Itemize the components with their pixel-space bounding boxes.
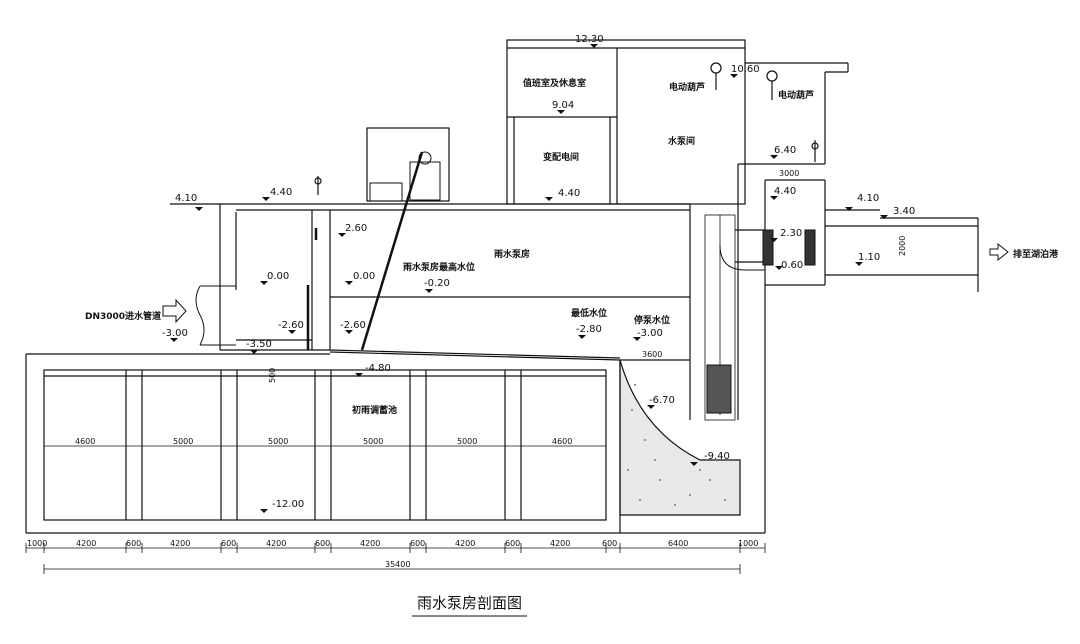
bottom-dim-15: 1000 [738, 539, 758, 548]
gravel-backfill [619, 359, 741, 516]
bottom-dim-14: 6400 [668, 539, 688, 548]
elev-tank-top: -4.80 [365, 363, 391, 374]
elev-pipe-a: 2.30 [780, 228, 802, 239]
gravel-dots [627, 384, 726, 506]
elev-tank-bottom: -12.00 [272, 499, 304, 510]
screen-and-gates [306, 151, 424, 351]
tank-span-4: 5000 [363, 437, 383, 446]
elev-inlet-invert: -3.00 [162, 328, 188, 339]
tank-span-1: 4600 [75, 437, 95, 446]
elev-stop-water: -3.00 [637, 328, 663, 339]
storage-tank [25, 353, 766, 534]
elev-wet-e: -2.60 [340, 320, 366, 331]
room-substation: 变配电间 [543, 151, 579, 163]
elev-sump-a: -3.50 [246, 339, 272, 350]
bottom-dim-6: 4200 [266, 539, 286, 548]
label-min-level: 最低水位 [571, 307, 607, 319]
elev-left-ground: 4.10 [175, 193, 197, 204]
tank-span-3: 5000 [268, 437, 288, 446]
bottom-dim-4: 4200 [170, 539, 190, 548]
bottom-dim-8: 4200 [360, 539, 380, 548]
outlet-arrow-icon [989, 242, 1009, 262]
elev-outlet-bottom: 1.10 [858, 252, 880, 263]
bottom-dim-10: 4200 [455, 539, 475, 548]
elev-duty-floor: 9.04 [552, 100, 574, 111]
bottom-dim-9: 600 [410, 539, 425, 548]
bottom-dim-13: 600 [602, 539, 617, 548]
bottom-dim-12: 4200 [550, 539, 570, 548]
label-outlet: 排至湖泊港 [1013, 248, 1059, 260]
inlet-pipe [195, 285, 236, 346]
bottom-dim-7: 600 [315, 539, 330, 548]
elev-right-ground: 4.10 [857, 193, 879, 204]
label-hoist-right: 电动葫芦 [778, 89, 814, 101]
elev-wet-a: 2.60 [345, 223, 367, 234]
elev-wet-d: -2.60 [278, 320, 304, 331]
label-hoist-left: 电动葫芦 [669, 81, 705, 93]
bottom-dim-2: 4200 [76, 539, 96, 548]
tank-span-dims: 4600 5000 5000 5000 5000 4600 [44, 437, 606, 447]
label-inlet-pipe: DN3000进水管道 [85, 310, 161, 322]
room-pump-room: 雨水泵房 [494, 248, 530, 260]
elev-right-roof: 6.40 [774, 145, 796, 156]
bottom-dimension-line [25, 543, 766, 574]
dim-3000: 3000 [779, 169, 799, 178]
room-storage-tank: 初雨调蓄池 [352, 404, 397, 416]
ground-lines [170, 203, 978, 219]
screen-machine [369, 151, 441, 202]
elev-pit: -6.70 [649, 395, 675, 406]
superstructure [366, 39, 849, 210]
bottom-dim-5: 600 [221, 539, 236, 548]
label-max-level: 雨水泵房最高水位 [403, 261, 475, 273]
bottom-dim-total: 35400 [385, 560, 410, 569]
room-duty: 值班室及休息室 [523, 77, 586, 89]
pump-assembly [706, 229, 816, 414]
elev-inlet-top: 4.40 [270, 187, 292, 198]
dim-3600: 3600 [642, 350, 662, 359]
dim-2000: 2000 [898, 236, 907, 256]
wet-well-structure [219, 203, 691, 361]
elevation-markers [170, 44, 888, 513]
elev-min-water: -2.80 [576, 324, 602, 335]
elev-roof: 12.30 [575, 34, 604, 45]
elev-right-floor: 4.40 [774, 186, 796, 197]
dim-500: 500 [268, 368, 277, 383]
elev-max-water: -0.20 [424, 278, 450, 289]
tank-span-2: 5000 [173, 437, 193, 446]
elev-wet-c: 0.00 [353, 271, 375, 282]
label-stop-level: 停泵水位 [634, 314, 670, 326]
room-pump-hall: 水泵间 [668, 135, 695, 147]
bottom-dim-1: 1000 [27, 539, 47, 548]
elev-upper-floor: 4.40 [558, 188, 580, 199]
inlet-arrow-icon [162, 298, 187, 324]
bottom-dim-3: 600 [126, 539, 141, 548]
elev-pit-bottom: -9.40 [704, 451, 730, 462]
elev-hoist: 10.60 [731, 64, 760, 75]
bottom-dim-11: 600 [505, 539, 520, 548]
elev-wet-b: 0.00 [267, 271, 289, 282]
elev-outlet-top: 3.40 [893, 206, 915, 217]
tank-span-5: 5000 [457, 437, 477, 446]
drawing-title: 雨水泵房剖面图 [417, 594, 522, 612]
hoist-icons [314, 62, 819, 195]
elev-pipe-b: 0.60 [781, 260, 803, 271]
tank-span-6: 4600 [552, 437, 572, 446]
